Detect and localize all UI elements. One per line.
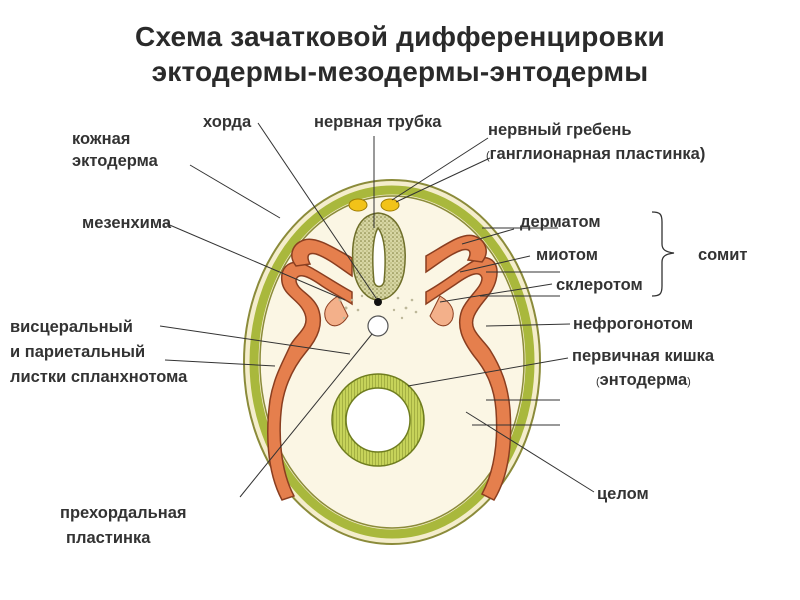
label-chorda: хорда bbox=[203, 113, 252, 131]
neural-crest-right bbox=[380, 198, 400, 212]
primary-gut bbox=[331, 373, 425, 467]
mesenchyme bbox=[338, 294, 418, 320]
label-endoderm-open: ( bbox=[596, 376, 600, 388]
label-nephrogonotome: нефрогонотом bbox=[573, 315, 694, 333]
left-somite-and-splanchnotome bbox=[267, 238, 353, 501]
label-primary-gut: первичная кишка bbox=[572, 347, 715, 365]
label-skin-ectoderm-2: эктодерма bbox=[72, 152, 158, 170]
label-myotome: миотом bbox=[536, 246, 598, 264]
label-ganglion-open: ( bbox=[486, 150, 490, 162]
label-ganglion-plate: ганглионарная пластинка) bbox=[489, 145, 706, 163]
label-coelom: целом bbox=[597, 485, 649, 503]
right-somite-and-splanchnotome bbox=[425, 234, 512, 501]
somite-bracket bbox=[651, 211, 675, 297]
label-neural-tube: нервная трубка bbox=[314, 113, 442, 131]
diagram-title-line1: Схема зачатковой дифференцировки bbox=[135, 21, 665, 52]
label-somite: сомит bbox=[698, 246, 748, 264]
label-prechordal-1: прехордальная bbox=[60, 504, 187, 522]
label-neural-crest: нервный гребень bbox=[488, 121, 632, 139]
label-visceral-3: листки спланхнотома bbox=[10, 368, 188, 386]
label-visceral-2: и париетальный bbox=[10, 343, 146, 361]
neural-crest-left bbox=[348, 198, 368, 212]
label-sclerotome: склеротом bbox=[556, 276, 643, 294]
prechordal-plate bbox=[367, 315, 389, 337]
label-endoderm-close: ) bbox=[687, 376, 691, 388]
label-dermatome: дерматом bbox=[520, 213, 601, 231]
label-mesenchyme: мезенхима bbox=[82, 214, 171, 232]
label-visceral-1: висцеральный bbox=[10, 318, 133, 336]
neural-tube bbox=[351, 212, 406, 301]
diagram-title-line2: эктодермы-мезодермы-энтодермы bbox=[151, 56, 649, 87]
chorda bbox=[374, 298, 382, 306]
label-prechordal-2: пластинка bbox=[66, 529, 151, 547]
pointer-lines bbox=[159, 122, 595, 498]
label-endoderm: энтодерма bbox=[599, 371, 688, 389]
label-skin-ectoderm-1: кожная bbox=[72, 130, 131, 148]
